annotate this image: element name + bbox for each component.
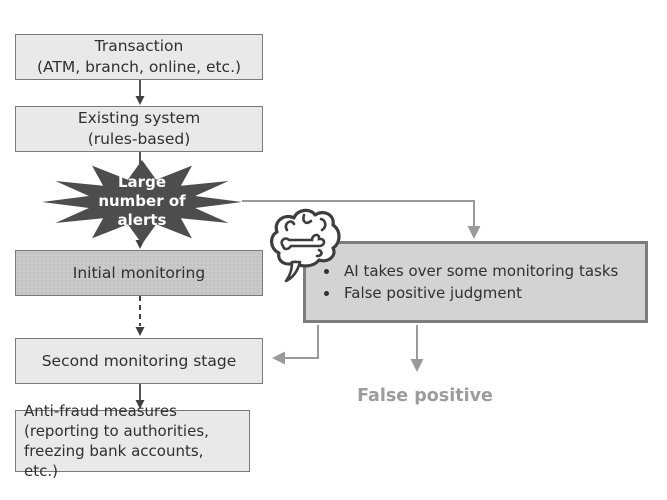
node-initial-monitoring-label: Initial monitoring [72, 263, 206, 282]
node-existing-system-label: Existing system (rules-based) [77, 109, 201, 148]
node-transaction: Transaction (ATM, branch, online, etc.) [15, 34, 263, 80]
node-anti-fraud-label: Anti-fraud measures (reporting to author… [24, 402, 209, 480]
alerts-burst-shape [42, 160, 242, 244]
node-initial-monitoring: Initial monitoring [15, 250, 263, 296]
node-second-monitoring-label: Second monitoring stage [41, 351, 237, 370]
brain-icon [270, 208, 341, 283]
ai-task-item: AI takes over some monitoring tasks [340, 260, 618, 283]
node-transaction-label: Transaction (ATM, branch, online, etc.) [36, 37, 242, 76]
node-anti-fraud: Anti-fraud measures (reporting to author… [15, 402, 250, 480]
arrow-ai-box-to-second-monitoring [272, 325, 319, 365]
arrow-ai-box-to-false-positive [410, 325, 424, 372]
alerts-burst-label: Large number of alerts [98, 173, 186, 229]
node-existing-system: Existing system (rules-based) [15, 106, 263, 152]
ai-tasks-list: AI takes over some monitoring tasks Fals… [306, 260, 618, 305]
node-second-monitoring: Second monitoring stage [15, 338, 263, 384]
false-positive-label: False positive [357, 386, 493, 406]
ai-task-item: False positive judgment [340, 282, 618, 305]
ai-tasks-box: AI takes over some monitoring tasks Fals… [303, 241, 648, 323]
arrow-burst-to-ai-box [242, 200, 481, 239]
arrow-second-to-antifraud [135, 384, 145, 409]
dashed-arrow-initial-to-second [135, 296, 145, 336]
arrow-transaction-to-existing [135, 80, 145, 105]
